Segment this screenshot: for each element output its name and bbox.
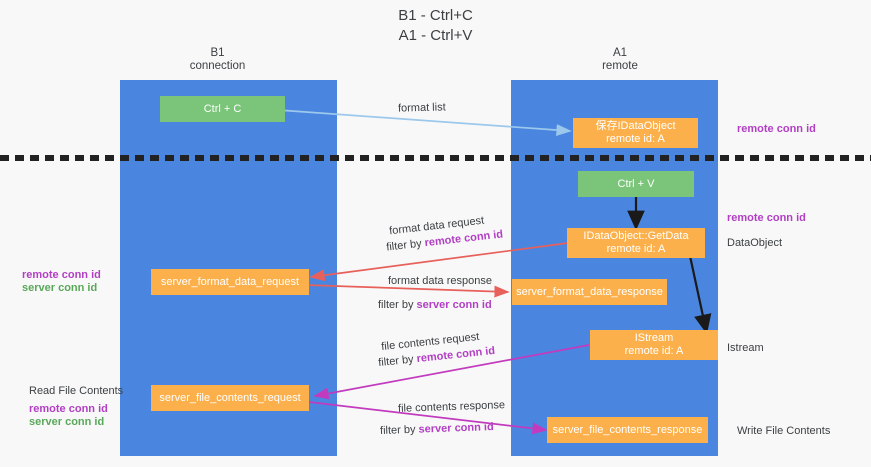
side-label-left-remote-conn-id-2: remote conn id [29, 403, 108, 415]
box-server-format-data-request-label: server_format_data_request [160, 275, 300, 288]
side-label-write-file-contents: Write File Contents [737, 425, 831, 437]
column-header-a1-sub: remote [602, 60, 638, 72]
edge-label-format-list-text: format list [397, 101, 446, 115]
server-conn-id-text-1: server conn id [416, 299, 492, 311]
column-header-b1-sub: connection [189, 60, 246, 72]
side-label-left-server-conn-id-2: server conn id [29, 416, 105, 428]
edge-label-format-list: format list [398, 100, 446, 115]
box-ctrl-c[interactable]: Ctrl + C [160, 96, 285, 122]
edge-label-file-contents-response-text: file contents response [397, 399, 506, 415]
column-header-b1: B1 connection [140, 47, 295, 73]
phase-divider [0, 155, 871, 161]
edge-label-filter-server-conn-id-1: filter by server conn id [378, 298, 492, 312]
box-server-format-data-response[interactable]: server_format_data_response [512, 279, 667, 305]
side-label-left-server-conn-id: server conn id [22, 282, 98, 294]
box-istream-line1: IStream [634, 332, 674, 344]
filter-by-text-3: filter by [377, 353, 418, 370]
server-conn-id-text-2: server conn id [418, 421, 494, 436]
side-label-remote-conn-id-top: remote conn id [737, 123, 816, 135]
box-istream-line2: remote id: A [624, 345, 684, 357]
box-server-file-contents-response[interactable]: server_file_contents_response [547, 417, 708, 443]
box-idataobject-getdata-line1: IDataObject::GetData [583, 230, 689, 242]
edge-label-format-data-response: format data response [388, 274, 492, 288]
edge-label-format-data-response-text: format data response [388, 275, 492, 287]
side-label-left-remote-conn-id: remote conn id [22, 269, 101, 281]
diagram-title-line2: A1 - Ctrl+V [398, 27, 473, 44]
diagram-title: B1 - Ctrl+C A1 - Ctrl+V [0, 6, 871, 46]
side-label-istream: Istream [727, 342, 764, 354]
box-save-idataobject[interactable]: 保存IDataObject remote id: A [573, 118, 698, 148]
side-label-dataobject: DataObject [727, 237, 783, 249]
box-save-idataobject-line2: remote id: A [606, 133, 665, 145]
box-save-idataobject-line1: 保存IDataObject [595, 120, 676, 132]
edge-label-filter-server-conn-id-2: filter by server conn id [380, 420, 494, 438]
column-header-b1-name: B1 [210, 47, 225, 59]
diagram-title-line1: B1 - Ctrl+C [398, 7, 473, 24]
box-server-file-contents-response-label: server_file_contents_response [552, 423, 703, 436]
box-server-file-contents-request-label: server_file_contents_request [159, 391, 301, 404]
filter-by-text-4: filter by [379, 423, 419, 437]
box-server-format-data-request[interactable]: server_format_data_request [151, 269, 309, 295]
column-header-a1-name: A1 [612, 47, 628, 59]
box-idataobject-getdata[interactable]: IDataObject::GetData remote id: A [567, 228, 705, 258]
box-server-file-contents-request[interactable]: server_file_contents_request [151, 385, 309, 411]
edge-label-file-contents-response: file contents response [398, 398, 505, 416]
box-ctrl-v-label: Ctrl + V [617, 177, 655, 190]
box-ctrl-c-label: Ctrl + C [203, 102, 242, 115]
side-label-read-file-contents: Read File Contents [29, 385, 124, 397]
filter-by-text-1: filter by [385, 237, 426, 254]
column-header-a1: A1 remote [535, 47, 705, 73]
box-istream[interactable]: IStream remote id: A [590, 330, 718, 360]
side-label-remote-conn-id-mid: remote conn id [727, 212, 806, 224]
box-server-format-data-response-label: server_format_data_response [516, 285, 663, 298]
box-ctrl-v[interactable]: Ctrl + V [578, 171, 694, 197]
filter-by-text-2: filter by [378, 299, 417, 311]
box-idataobject-getdata-line2: remote id: A [606, 243, 666, 255]
